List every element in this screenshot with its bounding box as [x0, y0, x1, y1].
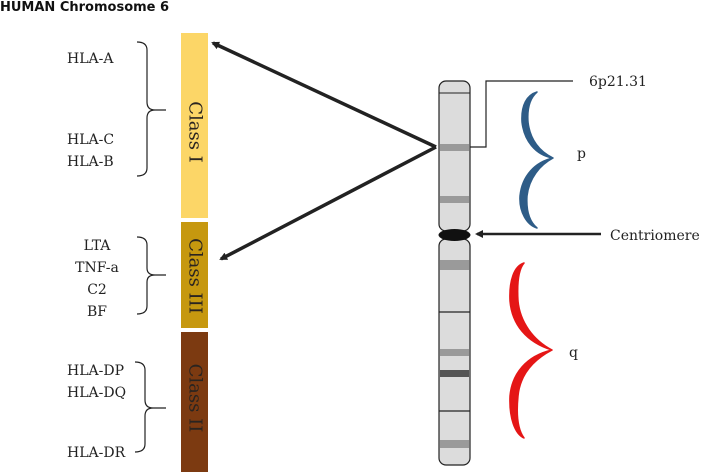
gene-label: C2 — [87, 282, 107, 298]
class-iii-gene-list: LTA TNF-a C2 BF — [66, 235, 128, 323]
gene-label: HLA-DP — [67, 363, 124, 379]
band-6p21-31 — [440, 144, 469, 151]
class-i-bar — [181, 33, 208, 218]
gene-label: HLA-DQ — [67, 385, 127, 401]
p-arm — [438, 80, 471, 232]
gene-label: HLA-A — [67, 51, 114, 67]
arrow-to-class-iii — [219, 145, 437, 261]
chromosome-6 — [438, 80, 471, 466]
class-ii-bracket — [134, 361, 166, 453]
class-iii-bracket — [136, 236, 166, 315]
band-label-leader — [470, 80, 573, 148]
gene-label: TNF-a — [75, 260, 119, 276]
class-iii-label: Class III — [184, 238, 206, 314]
centromere — [438, 229, 471, 241]
centromere-label: Centriomere — [610, 228, 700, 244]
q-arm-brace — [509, 262, 553, 439]
class-ii-bar — [181, 332, 208, 472]
class-iii-bar — [181, 222, 208, 328]
arrow-to-class-i — [211, 41, 437, 149]
class-ii-label: Class II — [184, 363, 206, 433]
class-i-bracket — [136, 41, 166, 177]
gene-label: BF — [86, 304, 107, 320]
gene-label: HLA-B — [67, 154, 114, 170]
diagram-title: HUMAN Chromosome 6 — [0, 0, 170, 15]
q-arm-label: q — [569, 345, 578, 361]
gene-label: LTA — [83, 238, 111, 254]
p-arm-brace — [519, 91, 554, 229]
gene-label: HLA-C — [67, 132, 115, 148]
class-i-label: Class I — [184, 101, 206, 163]
band-label: 6p21.31 — [589, 74, 647, 90]
p-band-2 — [440, 196, 469, 203]
gene-label: HLA-DR — [67, 445, 126, 461]
p-arm-label: p — [577, 146, 586, 162]
